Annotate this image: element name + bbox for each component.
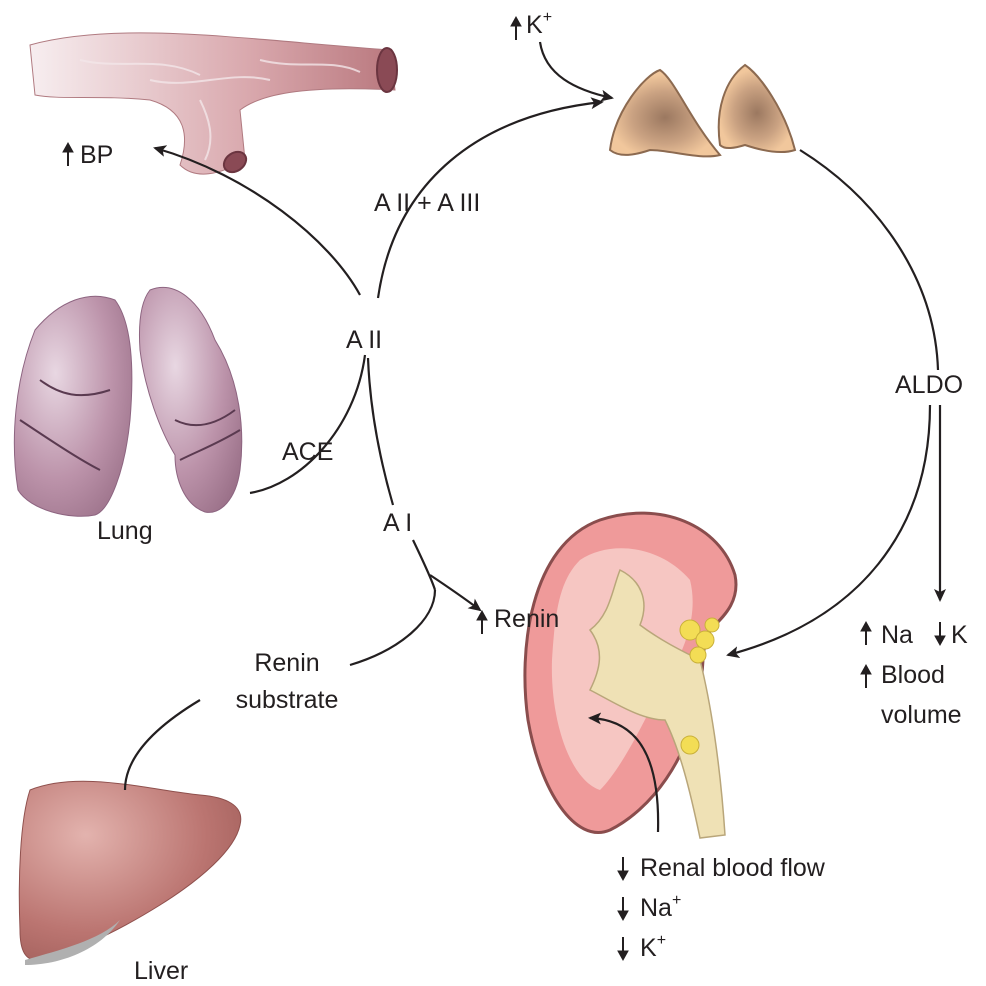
adrenal-glands-illustration <box>610 65 795 156</box>
liver-illustration <box>19 781 240 965</box>
down-arrow-icon <box>618 897 628 920</box>
label-k-top-text: K <box>526 11 543 39</box>
down-arrow-icon <box>935 622 945 645</box>
label-k-bottom-text: K <box>640 934 657 962</box>
label-k-top: K+ <box>526 10 552 40</box>
label-k-bottom: K+ <box>640 933 666 963</box>
label-k-top-sup: + <box>543 9 552 26</box>
up-arrow-icon <box>63 143 73 166</box>
label-a1: A I <box>383 508 412 538</box>
label-ace: ACE <box>282 437 333 467</box>
label-k: K <box>951 620 968 650</box>
label-renin-substrate: Renin substrate <box>212 648 362 715</box>
label-na: Na <box>881 620 913 650</box>
label-na-bottom: Na+ <box>640 893 681 923</box>
label-lung: Lung <box>97 516 153 546</box>
label-k-bottom-sup: + <box>657 932 666 949</box>
label-a2: A II <box>346 325 382 355</box>
kidney-illustration <box>525 513 736 838</box>
label-na-bottom-sup: + <box>672 892 681 909</box>
lung-illustration <box>14 287 241 516</box>
label-renal-blood-flow: Renal blood flow <box>640 853 825 883</box>
up-arrow-icon <box>477 611 487 634</box>
up-arrow-icon <box>511 17 521 40</box>
up-arrow-icon <box>861 665 871 688</box>
label-a2-a3: A II + A III <box>374 188 480 218</box>
label-volume: volume <box>881 700 962 730</box>
label-bp: BP <box>80 140 113 170</box>
down-arrow-icon <box>618 857 628 880</box>
label-aldo: ALDO <box>895 370 963 400</box>
label-na-bottom-text: Na <box>640 894 672 922</box>
label-blood: Blood <box>881 660 945 690</box>
label-renin-substrate-line2: substrate <box>212 685 362 715</box>
label-renin-substrate-line1: Renin <box>212 648 362 678</box>
up-arrow-icon <box>861 622 871 645</box>
down-arrow-icon <box>618 937 628 960</box>
label-renin: Renin <box>494 604 559 634</box>
